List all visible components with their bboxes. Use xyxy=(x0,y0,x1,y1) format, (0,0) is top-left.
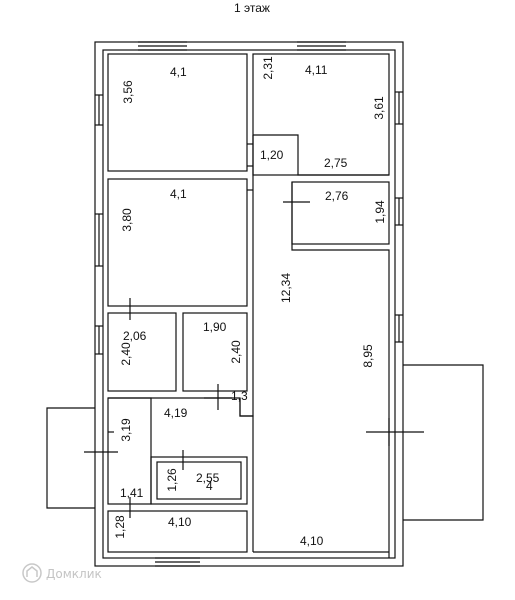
outer-wall-outer xyxy=(94,41,404,567)
dim-bottom-left-height: 1,28 xyxy=(113,515,127,539)
corridor-right-outline xyxy=(291,182,390,558)
window-top-2 xyxy=(297,41,346,51)
dim-corridor-height: 12,34 xyxy=(279,273,293,303)
dim-hall-width: 4,19 xyxy=(164,406,188,420)
dim-hall-height: 3,19 xyxy=(119,418,133,442)
dim-stair-width: 1,41 xyxy=(120,486,144,500)
hall-outline xyxy=(108,397,254,552)
dim-mid-left-height: 3,80 xyxy=(120,208,134,232)
window-bottom-1 xyxy=(155,557,200,567)
window-top-1 xyxy=(138,41,187,51)
porch-right xyxy=(403,364,484,521)
dim-top-left-height: 3,56 xyxy=(121,80,135,104)
dim-corridor-notch-width: 1,20 xyxy=(260,148,284,162)
watermark-text: Домклик xyxy=(46,567,102,581)
dim-corridor-notch-extra: 2,75 xyxy=(324,156,348,170)
floor-title: 1 этаж xyxy=(234,1,270,15)
porch-left xyxy=(46,407,95,509)
corridor-notch-outline xyxy=(253,134,389,176)
dim-small-a-width: 2,06 xyxy=(123,329,147,343)
window-left-2 xyxy=(95,213,103,267)
room-small-b-outline xyxy=(182,312,248,392)
room-mid-left-outline xyxy=(107,178,248,307)
closet-inner-outline xyxy=(156,461,242,500)
dim-top-left-width: 4,1 xyxy=(170,65,187,79)
window-right-3 xyxy=(395,314,403,343)
room-bottom-left-outline xyxy=(107,510,248,553)
window-right-2 xyxy=(395,197,403,226)
dim-top-right-width: 4,11 xyxy=(305,63,328,77)
window-right-1 xyxy=(395,91,403,125)
dim-small-b-width: 1,90 xyxy=(203,320,227,334)
dim-small-b-height: 2,40 xyxy=(229,340,243,364)
dim-living-width: 4,10 xyxy=(300,534,324,548)
dim-mid-left-width: 4,1 xyxy=(170,187,187,201)
dim-living-height: 8,95 xyxy=(361,344,375,368)
watermark: Домклик xyxy=(22,563,102,583)
room-top-left-outline xyxy=(107,53,248,172)
dim-bottom-left-width: 4,10 xyxy=(168,515,192,529)
dim-right-small-height: 1,94 xyxy=(373,200,387,224)
outer-wall-inner xyxy=(102,49,396,559)
domclick-logo-icon xyxy=(22,563,42,583)
window-left-1 xyxy=(95,94,103,126)
dim-closet-extra: 4 xyxy=(206,479,213,493)
dim-right-small-width: 2,76 xyxy=(325,189,349,203)
dim-closet-width: 2,55 xyxy=(196,471,220,485)
dim-small-a-height: 2,40 xyxy=(119,342,133,366)
window-left-3 xyxy=(95,325,103,355)
dim-closet-height: 1,26 xyxy=(165,468,179,492)
dim-hall-extra: 1,3 xyxy=(231,389,248,403)
closet-outline xyxy=(150,456,248,505)
dim-top-right-extra: 2,31 xyxy=(261,56,275,80)
dim-top-right-height: 3,61 xyxy=(372,96,386,120)
room-small-a-outline xyxy=(107,312,177,392)
